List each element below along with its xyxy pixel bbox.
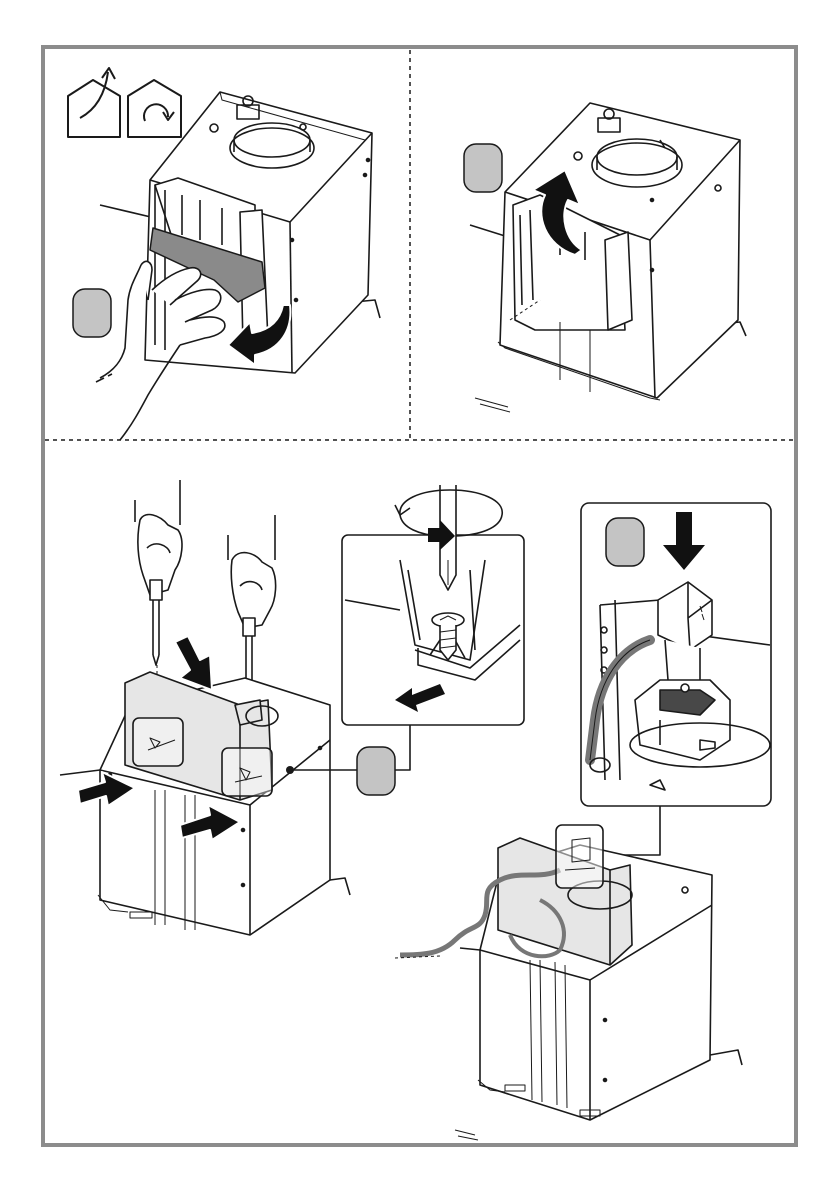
zoom-box-left	[133, 718, 183, 766]
panel-lift-cassette	[464, 103, 746, 412]
step-badge-remove-filter-tape	[73, 289, 111, 337]
screw-detail-inset	[342, 485, 524, 725]
house-exhaust-icon	[68, 68, 120, 137]
step-badge-plug-connector	[606, 518, 644, 566]
panel-screw-fix-cassette	[60, 480, 524, 935]
panel-remove-filter-tape	[68, 68, 380, 440]
zoom-box-plug	[556, 825, 603, 888]
plug-detail-inset	[581, 503, 771, 806]
step-badge-lift-cassette	[464, 144, 502, 192]
push-down-arrow	[175, 636, 212, 690]
zoom-box-right	[222, 748, 272, 796]
screwdriver-right	[228, 515, 276, 700]
step-badge-screw-fix-cassette	[357, 747, 395, 795]
house-recirculation-icon	[128, 80, 181, 137]
screwdriver-left	[135, 480, 182, 665]
